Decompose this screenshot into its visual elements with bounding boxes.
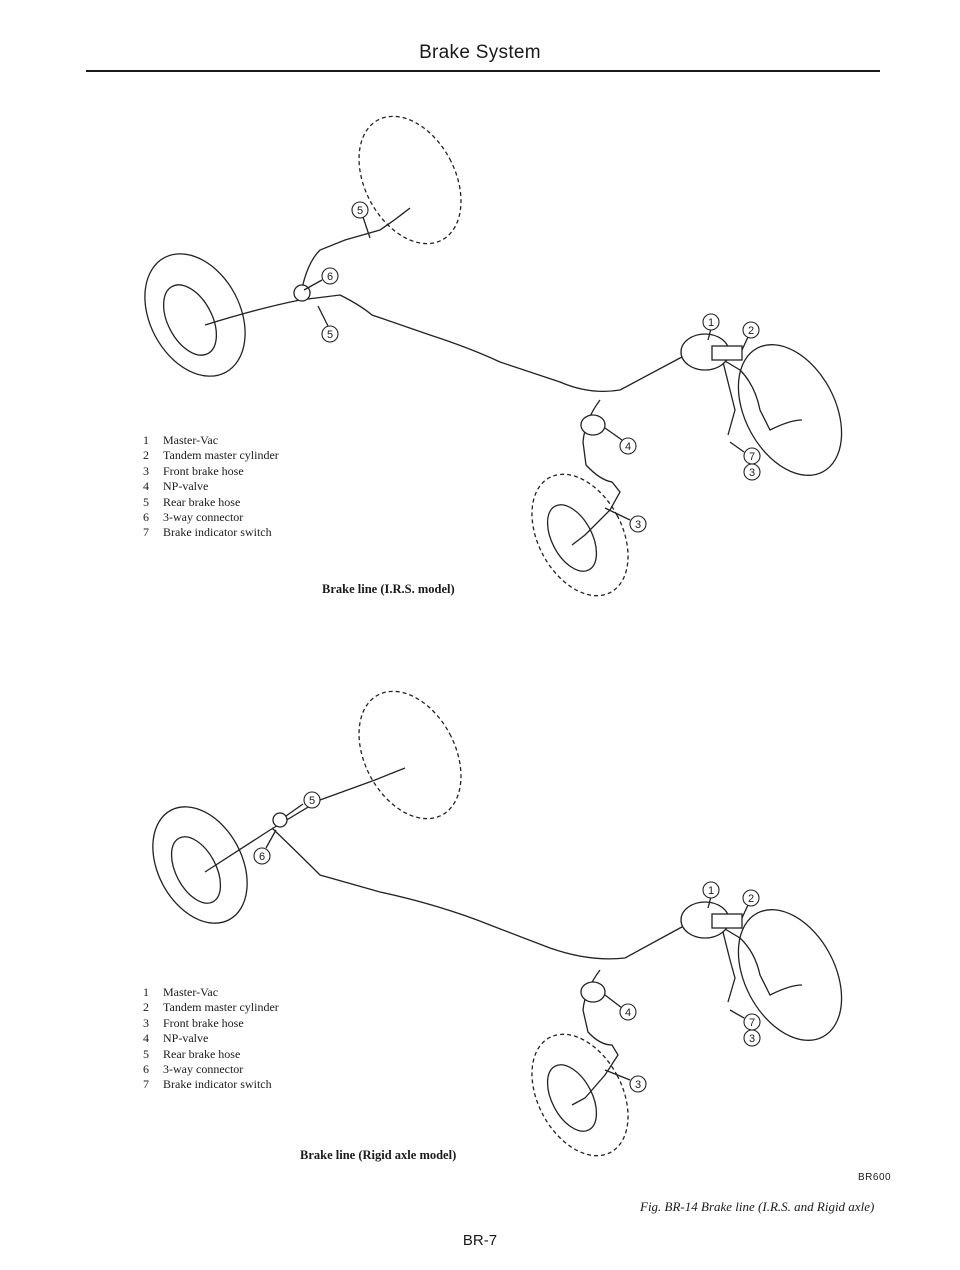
- brake-line-rigid-axle-diagram: 5 6 4 1 2 7 3 3: [152, 690, 843, 1157]
- callout-3: 3: [635, 519, 641, 531]
- callout-6: 6: [327, 271, 333, 283]
- front-right-wheel: [737, 344, 843, 476]
- figure-caption-rigid-axle: Brake line (Rigid axle model): [300, 1148, 457, 1162]
- callout-4: 4: [625, 1007, 631, 1019]
- page-number: BR-7: [462, 1232, 498, 1249]
- callout-3: 3: [749, 467, 755, 479]
- callout-2: 2: [748, 893, 754, 905]
- front-left-wheel: [531, 473, 629, 597]
- front-left-wheel: [531, 1033, 629, 1157]
- callout-5: 5: [309, 795, 315, 807]
- front-right-wheel: [737, 909, 843, 1041]
- callout-7: 7: [749, 1017, 755, 1029]
- header-rule: [86, 70, 880, 72]
- rear-right-wheel: [358, 690, 462, 820]
- callout-4: 4: [625, 441, 631, 453]
- np-valve: [580, 981, 606, 1003]
- np-valve: [580, 414, 606, 436]
- callout-3: 3: [635, 1079, 641, 1091]
- callout-5: 5: [327, 329, 333, 341]
- page-title: Brake System: [419, 42, 541, 63]
- figure-code: BR600: [858, 1172, 892, 1183]
- callout-6: 6: [259, 851, 265, 863]
- three-way-connector: [272, 812, 288, 828]
- callout-7: 7: [749, 451, 755, 463]
- figure-caption: Fig. BR-14 Brake line (I.R.S. and Rigid …: [640, 1199, 875, 1214]
- callout-3: 3: [749, 1033, 755, 1045]
- rear-right-wheel: [358, 115, 462, 245]
- callout-1: 1: [708, 317, 714, 329]
- rear-left-wheel: [152, 806, 248, 924]
- callout-2: 2: [748, 325, 754, 337]
- rear-left-wheel: [144, 253, 246, 377]
- brake-line-irs-diagram: 6 5 5 4 1 2 7 3 3: [144, 115, 843, 597]
- callout-1: 1: [708, 885, 714, 897]
- callout-5: 5: [357, 205, 363, 217]
- figure-caption-irs: Brake line (I.R.S. model): [322, 582, 455, 596]
